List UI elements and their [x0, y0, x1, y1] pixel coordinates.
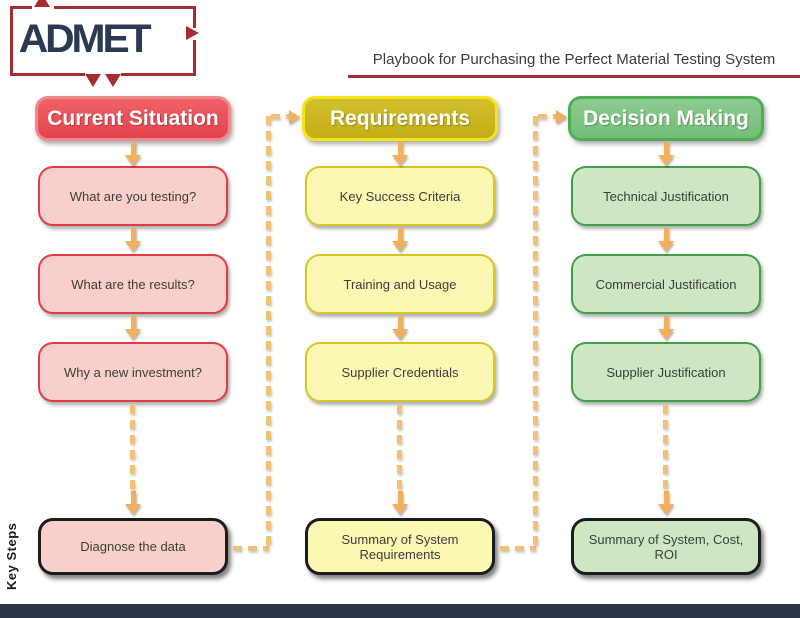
dashed-connector [663, 405, 668, 489]
down-triangle-icon [85, 74, 101, 87]
step-box: What are you testing? [38, 166, 228, 226]
header-current-situation: Current Situation [35, 96, 231, 141]
admet-logo-text: ADMET [18, 17, 152, 61]
logo-border-gap [32, 5, 54, 10]
dashed-connector [500, 546, 536, 551]
up-triangle-icon [34, 0, 50, 7]
dashed-connector [397, 405, 402, 489]
down-arrow-icon [658, 142, 674, 166]
down-arrow-icon [125, 142, 141, 166]
logo-border-gap [85, 72, 121, 77]
bottom-bar [0, 604, 800, 618]
page-title: Playbook for Purchasing the Perfect Mate… [372, 51, 776, 68]
dashed-connector [271, 114, 291, 119]
right-triangle-icon [186, 26, 199, 40]
step-box: Supplier Justification [571, 342, 761, 402]
step-box: What are the results? [38, 254, 228, 314]
down-arrow-icon [658, 491, 674, 515]
down-arrow-icon [392, 228, 408, 252]
down-arrow-icon [658, 228, 674, 252]
down-arrow-icon [125, 228, 141, 252]
dashed-connector [266, 116, 271, 551]
down-arrow-icon [125, 491, 141, 515]
admet-logo: ADMET [10, 0, 199, 87]
step-box: Commercial Justification [571, 254, 761, 314]
step-box: Training and Usage [305, 254, 495, 314]
down-arrow-icon [658, 316, 674, 340]
right-arrow-icon [289, 110, 300, 124]
dashed-connector [538, 114, 558, 119]
right-arrow-icon [556, 110, 567, 124]
step-box: Supplier Credentials [305, 342, 495, 402]
summary-box: Diagnose the data [38, 518, 228, 575]
down-arrow-icon [392, 316, 408, 340]
down-arrow-icon [125, 316, 141, 340]
title-underline [348, 75, 800, 78]
dashed-connector [533, 116, 538, 551]
step-box: Key Success Criteria [305, 166, 495, 226]
step-box: Why a new investment? [38, 342, 228, 402]
dashed-connector [130, 405, 135, 489]
key-steps-label: Key Steps [4, 522, 19, 590]
down-arrow-icon [392, 142, 408, 166]
summary-box: Summary of System, Cost, ROI [571, 518, 761, 575]
step-box: Technical Justification [571, 166, 761, 226]
header-requirements: Requirements [302, 96, 498, 141]
header-decision-making: Decision Making [568, 96, 764, 141]
summary-box: Summary of System Requirements [305, 518, 495, 575]
down-triangle-icon [105, 74, 121, 87]
dashed-connector [233, 546, 269, 551]
down-arrow-icon [392, 491, 408, 515]
